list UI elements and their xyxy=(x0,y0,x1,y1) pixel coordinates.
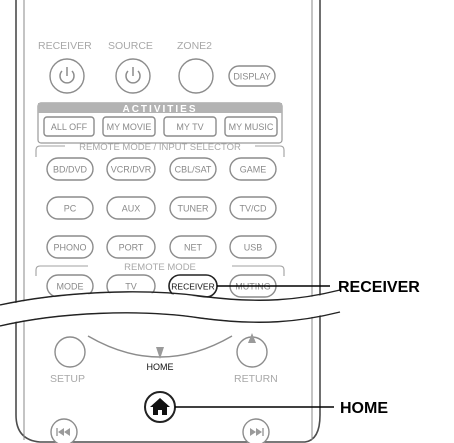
source-power-button[interactable] xyxy=(116,59,150,93)
my-tv-button[interactable]: MY TV xyxy=(164,117,216,136)
svg-text:PHONO: PHONO xyxy=(53,243,86,253)
net-button[interactable]: NET xyxy=(170,236,216,258)
svg-text:ALL OFF: ALL OFF xyxy=(51,122,88,132)
tuner-button[interactable]: TUNER xyxy=(170,197,216,219)
svg-text:NET: NET xyxy=(184,243,203,253)
svg-text:VCR/DVR: VCR/DVR xyxy=(111,165,152,175)
zone2-button[interactable] xyxy=(179,59,213,93)
svg-text:AUX: AUX xyxy=(122,204,141,214)
source-power-label: SOURCE xyxy=(108,40,153,52)
svg-text:BD/DVD: BD/DVD xyxy=(53,165,88,175)
svg-text:TV: TV xyxy=(125,282,137,292)
input-selector-title: REMOTE MODE / INPUT SELECTOR xyxy=(79,142,241,153)
cbl-sat-button[interactable]: CBL/SAT xyxy=(170,158,216,180)
rewind-button[interactable] xyxy=(51,419,77,443)
home-label: HOME xyxy=(147,362,174,372)
svg-text:MODE: MODE xyxy=(57,282,84,292)
svg-text:MY TV: MY TV xyxy=(176,122,203,132)
tv-cd-button[interactable]: TV/CD xyxy=(230,197,276,219)
all-off-button[interactable]: ALL OFF xyxy=(44,117,94,136)
svg-text:MY MUSIC: MY MUSIC xyxy=(229,122,274,132)
setup-button[interactable] xyxy=(55,337,85,367)
svg-text:USB: USB xyxy=(244,243,263,253)
setup-label: SETUP xyxy=(50,373,85,385)
svg-text:TUNER: TUNER xyxy=(178,204,209,214)
my-movie-button[interactable]: MY MOVIE xyxy=(103,117,155,136)
display-button[interactable]: DISPLAY xyxy=(229,66,275,86)
svg-text:PORT: PORT xyxy=(119,243,144,253)
svg-text:PC: PC xyxy=(64,204,77,214)
svg-text:MY MOVIE: MY MOVIE xyxy=(107,122,152,132)
remote-mode-title: REMOTE MODE xyxy=(124,262,196,273)
vcr-dvr-button[interactable]: VCR/DVR xyxy=(107,158,155,180)
home-button[interactable] xyxy=(145,392,175,422)
zone2-label: ZONE2 xyxy=(177,40,212,52)
pc-button[interactable]: PC xyxy=(47,197,93,219)
return-label: RETURN xyxy=(234,373,278,385)
svg-text:GAME: GAME xyxy=(240,165,267,175)
svg-text:TV/CD: TV/CD xyxy=(240,204,268,214)
svg-text:CBL/SAT: CBL/SAT xyxy=(175,165,212,175)
receiver-power-label: RECEIVER xyxy=(38,40,92,52)
activities-title: ACTIVITIES xyxy=(122,104,197,115)
usb-button[interactable]: USB xyxy=(230,236,276,258)
svg-text:DISPLAY: DISPLAY xyxy=(233,72,270,82)
svg-text:RECEIVER: RECEIVER xyxy=(171,282,214,292)
port-button[interactable]: PORT xyxy=(107,236,155,258)
receiver-callout-label: RECEIVER xyxy=(338,279,420,296)
game-button[interactable]: GAME xyxy=(230,158,276,180)
my-music-button[interactable]: MY MUSIC xyxy=(225,117,277,136)
aux-button[interactable]: AUX xyxy=(107,197,155,219)
fast-forward-button[interactable] xyxy=(243,419,269,443)
home-callout-label: HOME xyxy=(340,400,388,417)
receiver-power-button[interactable] xyxy=(50,59,84,93)
phono-button[interactable]: PHONO xyxy=(47,236,93,258)
bd-dvd-button[interactable]: BD/DVD xyxy=(47,158,93,180)
